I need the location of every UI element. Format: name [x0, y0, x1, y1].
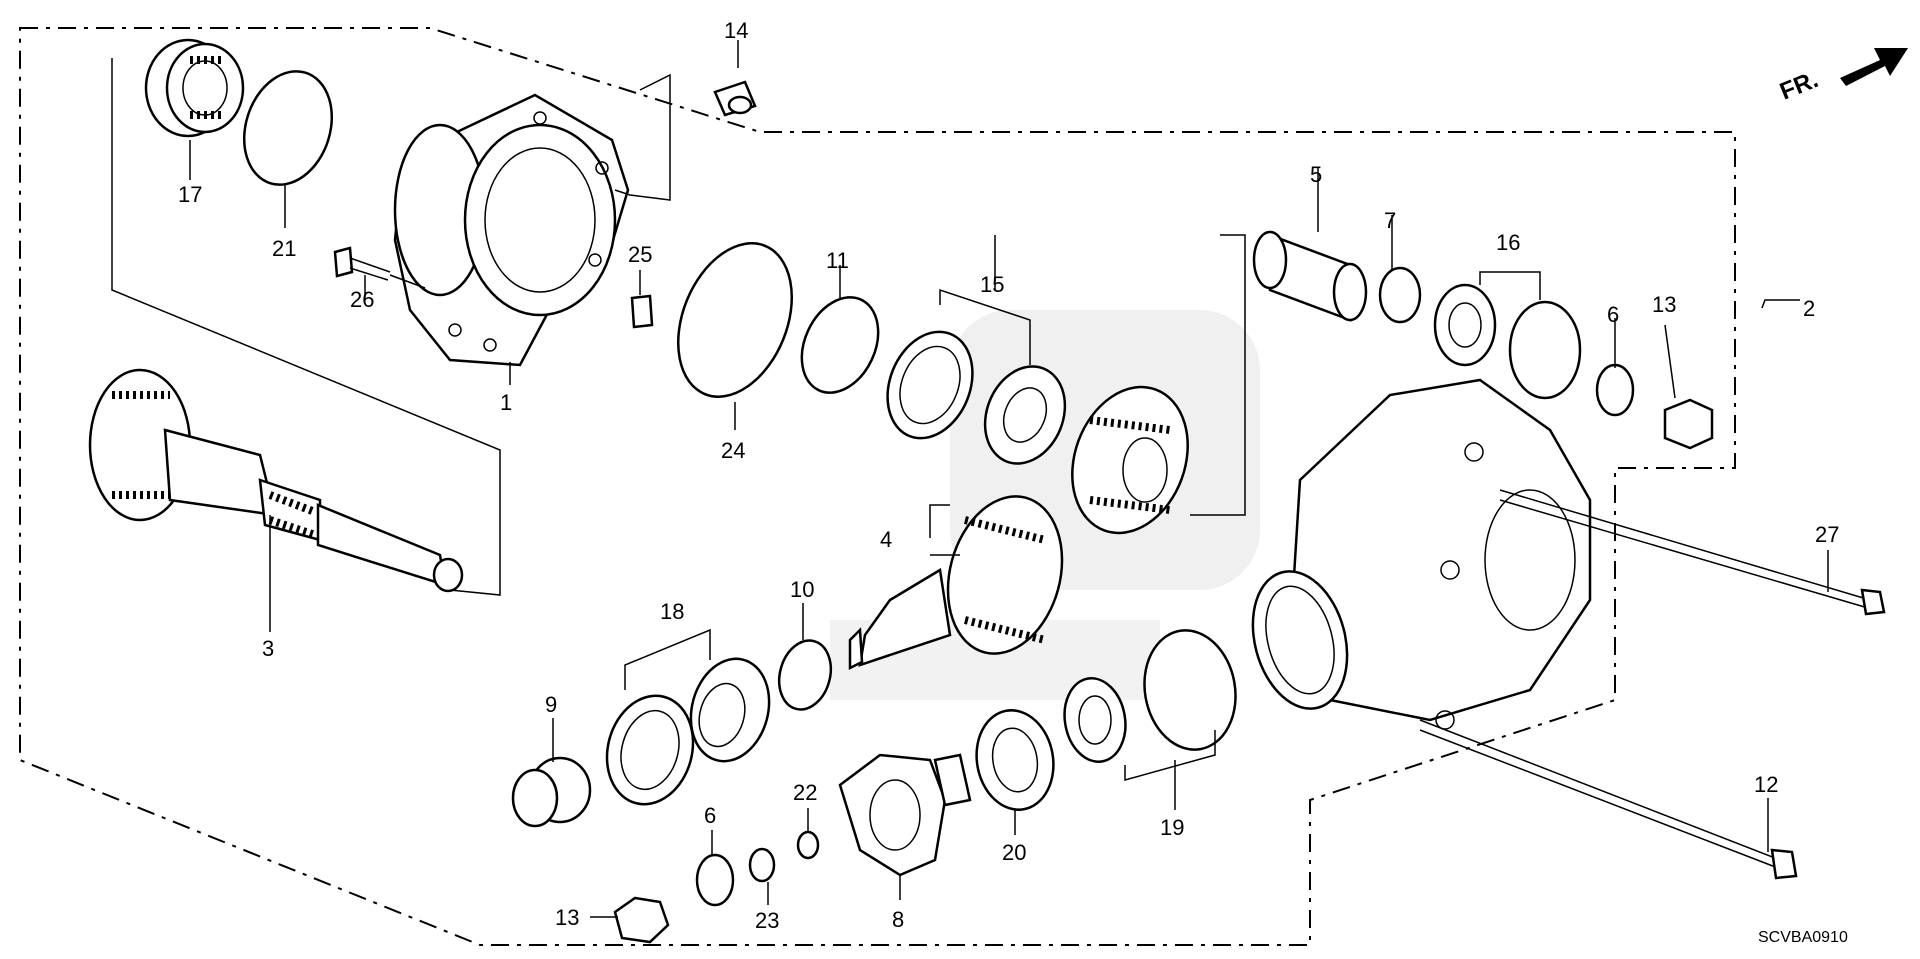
part-2-case	[1251, 378, 1592, 730]
callout-20: 20	[1002, 840, 1026, 865]
callout-26: 26	[350, 287, 374, 312]
part-13-nut-upper	[1663, 398, 1714, 450]
part-13-nut-lower	[613, 896, 670, 944]
callout-24: 24	[721, 438, 745, 463]
callout-11: 11	[826, 248, 849, 273]
part-25-dowel-pin	[630, 294, 654, 329]
callout-13: 13	[1652, 292, 1676, 317]
callout-21: 21	[272, 236, 296, 261]
callout-6: 6	[1607, 302, 1619, 327]
callout-18: 18	[660, 599, 684, 624]
part-1-housing	[393, 93, 630, 367]
part-12-bolt	[1419, 719, 1798, 880]
callout-7: 7	[1384, 208, 1396, 233]
callout-4: 4	[880, 527, 892, 552]
callout-1: 1	[500, 390, 512, 415]
part-8-flange	[838, 753, 972, 877]
part-16-bearing	[1433, 283, 1582, 400]
callout-25: 25	[628, 242, 652, 267]
front-arrow-icon	[1840, 48, 1908, 86]
callout-8: 8	[892, 907, 904, 932]
part-19-bearing	[1063, 629, 1237, 763]
part-11-shim	[800, 296, 880, 394]
callout-6-lower: 6	[704, 803, 716, 828]
callout-27: 27	[1815, 522, 1839, 547]
part-24-o-ring	[676, 242, 794, 398]
part-21-o-ring	[242, 70, 334, 186]
front-direction-indicator: FR.	[1776, 48, 1908, 106]
part-26-bolt	[333, 246, 426, 289]
part-23-ring	[748, 847, 776, 883]
callout-5: 5	[1310, 162, 1322, 187]
part-6-washer-lower	[695, 853, 735, 907]
part-22-clip	[796, 830, 820, 860]
callout-16: 16	[1496, 230, 1520, 255]
part-9-plug	[511, 756, 592, 828]
callout-23: 23	[755, 908, 779, 933]
part-18-bearing	[605, 657, 771, 806]
callout-17: 17	[178, 182, 202, 207]
callout-19: 19	[1160, 815, 1184, 840]
part-6-washer-upper	[1595, 363, 1635, 417]
callout-13-lower: 13	[555, 905, 579, 930]
svg-text:FR.: FR.	[1776, 66, 1822, 106]
callout-2: 2	[1803, 296, 1815, 321]
callout-22: 22	[793, 780, 817, 805]
part-17-bearing	[144, 38, 245, 138]
callout-12: 12	[1754, 772, 1778, 797]
callout-9: 9	[545, 692, 557, 717]
callout-10: 10	[790, 577, 814, 602]
part-20-seal	[975, 709, 1055, 811]
part-4-gear-set	[848, 385, 1189, 671]
part-5-sleeve	[1252, 230, 1368, 322]
part-3-shaft	[88, 368, 464, 593]
assembly-boundary	[19, 27, 1736, 946]
callout-3: 3	[262, 636, 274, 661]
callouts: 1 2 3 4 5 6 7 8 9 10 11 12 13 14 15 16 1…	[178, 18, 1848, 946]
diagram-code: SCVBA0910	[1758, 929, 1848, 946]
part-10-shim	[777, 639, 833, 711]
part-7-washer	[1378, 266, 1422, 324]
callout-14: 14	[724, 18, 748, 43]
part-15-bearing	[886, 330, 1067, 465]
part-14-dowel	[713, 80, 757, 117]
callout-15: 15	[980, 272, 1004, 297]
leader-lines	[189, 40, 1829, 918]
part-27-bolt	[1499, 489, 1886, 616]
